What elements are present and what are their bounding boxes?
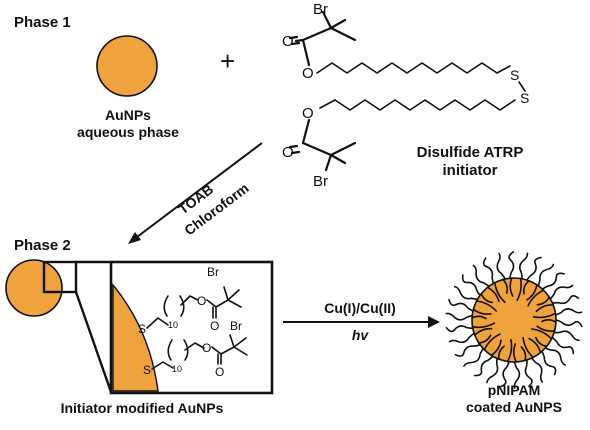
carbonyl-o-lower: O [282, 144, 294, 161]
polymer-chain-anchor [516, 277, 522, 301]
ester-o-lower: O [302, 105, 314, 122]
polymer-chain-anchor [490, 339, 502, 357]
pnipam-coated-aunp [445, 251, 583, 389]
polymer-chain-anchor [513, 343, 518, 363]
coated-label-line1: pNIPAM [488, 382, 541, 398]
coated-gold-core [471, 277, 557, 363]
ester-o-chain1: O [197, 294, 206, 308]
polymer-chain-anchor [532, 312, 557, 319]
aunp-label-line2: aqueous phase [77, 124, 179, 140]
s-atom-upper: S [510, 67, 519, 83]
catalyst-label: Cu(I)/Cu(II) [324, 300, 396, 316]
gold-surface [112, 283, 159, 392]
modified-aunps-label: Initiator modified AuNPs [61, 400, 224, 416]
disulfide-initiator-structure: O Br O S S O O Br [282, 1, 529, 190]
polymer-chain-anchor [520, 346, 527, 362]
polymer-chain-anchor [486, 286, 500, 303]
polymer-chain-anchor [471, 315, 487, 320]
polymer-chain-anchor [522, 280, 530, 295]
polymer-chain-anchor [536, 296, 550, 306]
s-atom-chain1: S [138, 322, 146, 336]
br-upper: Br [313, 1, 328, 18]
polymer-chain-anchor [471, 322, 496, 329]
polymer-chain-anchor [541, 318, 557, 323]
zoom-box-small [42, 260, 78, 294]
polymer-chain-anchor [475, 300, 497, 312]
phase1-label: Phase 1 [14, 14, 71, 31]
plus-sign: + [220, 46, 235, 76]
ester-o-chain2: O [202, 341, 211, 355]
ester-o-upper: O [302, 65, 314, 82]
polymer-chain-anchor [478, 334, 492, 344]
polymer-chain-anchor [535, 304, 554, 313]
carbonyl-o-chain1: O [210, 319, 219, 333]
polymer-chain-anchor [480, 292, 493, 304]
polymer-chain-anchor [494, 281, 506, 303]
polymer-chain-anchor [483, 333, 501, 351]
polymer-chain-anchor [522, 337, 534, 359]
zoom-lines [74, 260, 113, 393]
polymer-chain-anchor [528, 337, 542, 354]
aunp-label-line1: AuNPs [105, 107, 151, 123]
tethered-initiator-chains: S 10 O O Br S 10 O O Br [138, 265, 248, 379]
polymer-chain-anchor [498, 345, 505, 360]
aunp-particle [96, 35, 158, 97]
polymer-chain-anchor [527, 289, 545, 307]
initiator-label-line2: initiator [443, 162, 498, 179]
carbonyl-o-upper: O [282, 33, 294, 50]
polymer-chain-anchor [474, 327, 493, 336]
br-chain2: Br [230, 319, 242, 333]
carbonyl-o-chain2: O [215, 365, 224, 379]
aunp-phase2 [5, 259, 63, 317]
br-lower: Br [313, 173, 328, 190]
subscript-chain2: 10 [172, 364, 182, 374]
polymer-chain-anchor [502, 278, 509, 294]
polymer-chain-anchor [526, 283, 538, 301]
polymer-chain-anchor [535, 336, 548, 348]
polymer-chain-anchor [509, 277, 514, 297]
polymer-chain-anchor [472, 308, 492, 315]
polymer-chain-anchor [531, 328, 553, 340]
s-atom-chain2: S [143, 363, 151, 377]
polymer-chain-anchor [536, 325, 556, 332]
polymer-chain-anchor [506, 339, 513, 363]
phase-transfer-arrow [128, 142, 263, 244]
subscript-chain1: 10 [168, 320, 178, 330]
coated-label-line2: coated AuNPS [466, 399, 562, 415]
initiator-label-line1: Disulfide ATRP [417, 144, 524, 161]
light-label: hv [352, 327, 370, 343]
s-atom-lower: S [520, 90, 529, 106]
phase2-label: Phase 2 [14, 237, 71, 254]
br-chain1: Br [207, 265, 219, 279]
polymerization-arrow [283, 316, 440, 328]
